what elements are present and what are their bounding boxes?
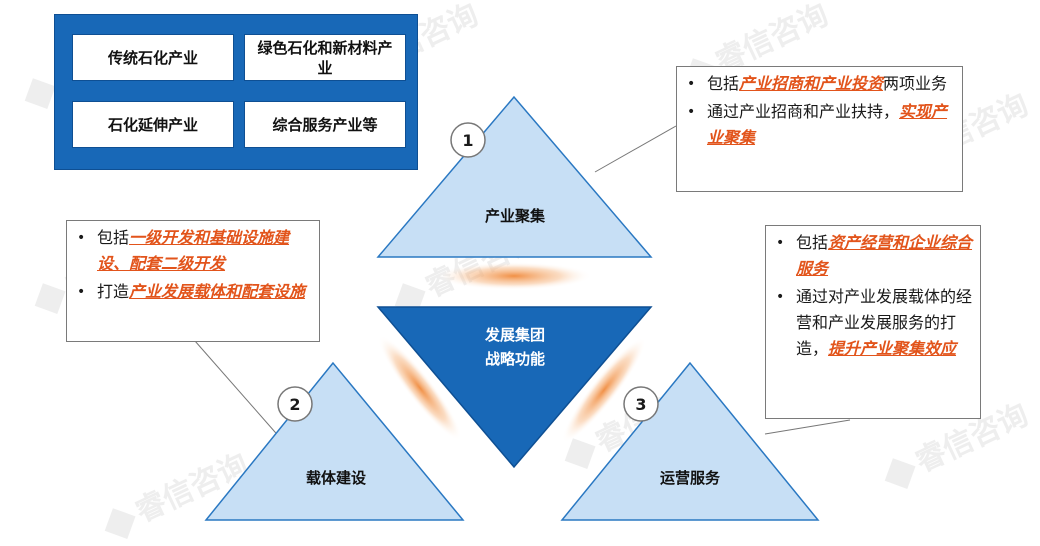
triangle-center — [376, 306, 653, 469]
industry-box-green: 绿色石化和新材料产业 — [244, 34, 406, 81]
triangle-operation-service — [560, 361, 820, 521]
label-carrier-construction: 载体建设 — [306, 469, 366, 487]
glow-top — [436, 262, 592, 290]
connector-right — [764, 419, 851, 435]
connector-top — [594, 125, 677, 173]
industry-panel: 传统石化产业 绿色石化和新材料产业 石化延伸产业 综合服务产业等 — [54, 14, 418, 170]
callout-item: •包括资产经营和企业综合服务 — [776, 233, 973, 278]
industry-box-extension: 石化延伸产业 — [72, 101, 234, 148]
number-badge-2: 2 — [277, 386, 313, 422]
callout-item: •包括一级开发和基础设施建设、配套二级开发 — [77, 228, 290, 273]
center-label-line2: 战略功能 — [485, 350, 545, 368]
svg-text:1: 1 — [462, 131, 473, 150]
industry-box-traditional: 传统石化产业 — [72, 34, 234, 81]
connector-left — [194, 340, 283, 441]
label-industry-cluster: 产业聚集 — [485, 207, 546, 225]
callout-item: •打造产业发展载体和配套设施 — [77, 282, 306, 301]
label-operation-service: 运营服务 — [660, 469, 721, 487]
triangle-carrier-construction — [204, 361, 465, 521]
triangle-industry-cluster — [376, 95, 653, 258]
number-badge-3: 3 — [623, 386, 659, 422]
glow-right — [562, 337, 646, 443]
svg-text:3: 3 — [635, 395, 646, 414]
callout-item: •通过对产业发展载体的经营和产业发展服务的打造，提升产业聚集效应 — [776, 287, 973, 358]
number-badge-1: 1 — [450, 122, 486, 158]
glow-left — [378, 335, 462, 441]
callout-item: •通过产业招商和产业扶持，实现产业聚集 — [687, 102, 948, 147]
callout-carrier-construction: •包括一级开发和基础设施建设、配套二级开发 •打造产业发展载体和配套设施 — [66, 220, 320, 342]
callout-operation-service: •包括资产经营和企业综合服务 •通过对产业发展载体的经营和产业发展服务的打造，提… — [765, 225, 981, 419]
svg-text:2: 2 — [289, 395, 300, 414]
callout-industry-cluster: •包括产业招商和产业投资两项业务 •通过产业招商和产业扶持，实现产业聚集 — [676, 66, 963, 192]
center-label-line1: 发展集团 — [484, 326, 545, 344]
callout-item: •包括产业招商和产业投资两项业务 — [687, 74, 948, 93]
industry-box-services: 综合服务产业等 — [244, 101, 406, 148]
